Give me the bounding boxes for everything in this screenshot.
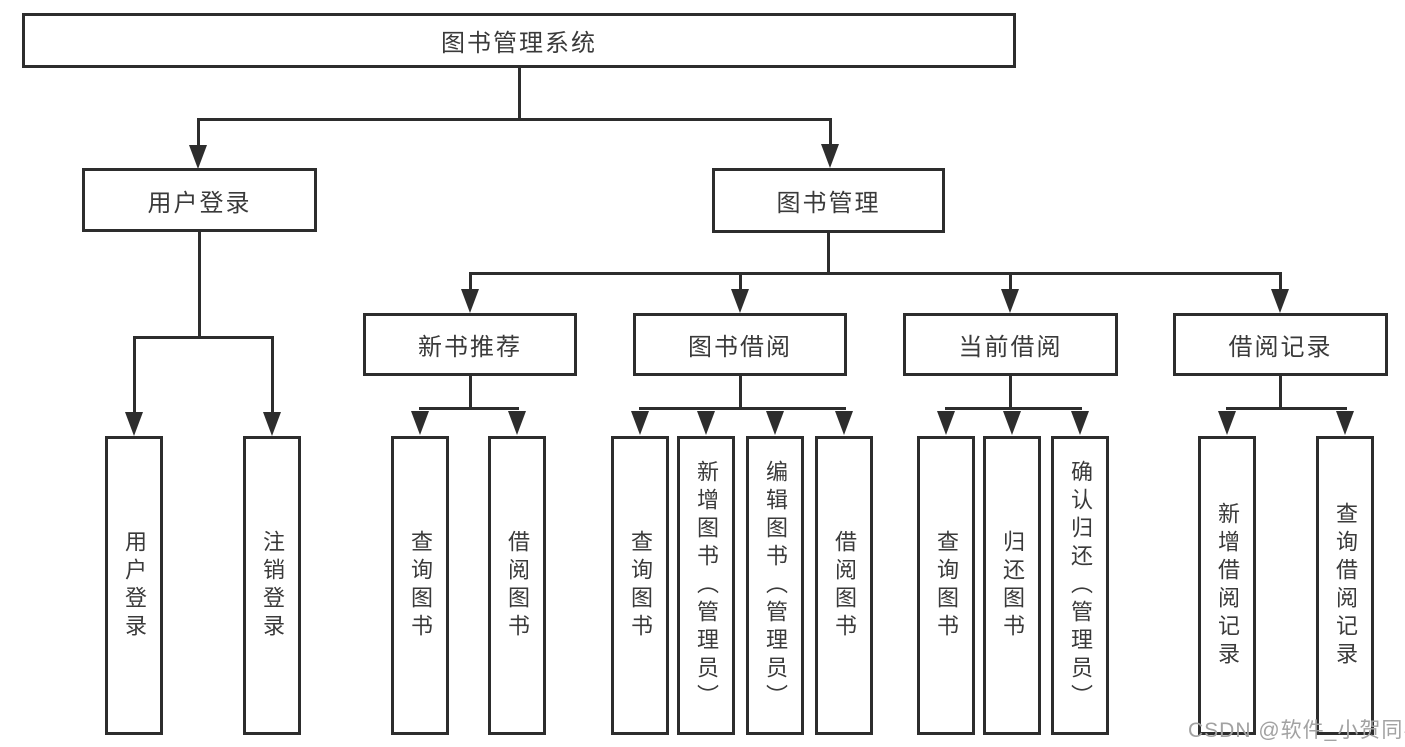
- leaf-label: 借阅图书: [505, 529, 530, 642]
- node-new-book-recommend: 新书推荐: [363, 313, 577, 376]
- leaf-label: 归还图书: [1000, 529, 1025, 642]
- arrow-down-icon: [1003, 411, 1021, 435]
- node-leaf-query-books-borrowing: 查询图书: [611, 436, 669, 735]
- node-book-management: 图书管理: [712, 168, 945, 233]
- leaf-label: 新增图书（管理员）: [694, 459, 719, 712]
- leaf-label: 查询图书: [408, 529, 433, 642]
- connector-line: [639, 407, 846, 410]
- node-leaf-return-books: 归还图书: [983, 436, 1041, 735]
- node-leaf-borrow-books-recommend: 借阅图书: [488, 436, 546, 735]
- leaf-label: 查询图书: [628, 529, 653, 642]
- arrow-down-icon: [411, 411, 429, 435]
- arrow-down-icon: [766, 411, 784, 435]
- node-book-borrowing: 图书借阅: [633, 313, 847, 376]
- connector-line: [198, 232, 201, 336]
- connector-line: [271, 336, 274, 413]
- node-leaf-confirm-return-admin: 确认归还（管理员）: [1051, 436, 1109, 735]
- arrow-down-icon: [835, 411, 853, 435]
- node-leaf-query-books-recommend: 查询图书: [391, 436, 449, 735]
- node-user-login: 用户登录: [82, 168, 317, 232]
- connector-line: [419, 407, 519, 410]
- arrow-down-icon: [1071, 411, 1089, 435]
- connector-line: [197, 118, 832, 121]
- leaf-label: 新增借阅记录: [1215, 501, 1240, 670]
- node-leaf-edit-books-admin: 编辑图书（管理员）: [746, 436, 804, 735]
- arrow-down-icon: [937, 411, 955, 435]
- connector-line: [945, 407, 1082, 410]
- connector-line: [1009, 376, 1012, 407]
- arrow-down-icon: [1271, 289, 1289, 313]
- arrow-down-icon: [731, 289, 749, 313]
- arrow-down-icon: [189, 145, 207, 169]
- connector-line: [739, 376, 742, 407]
- leaf-label: 查询借阅记录: [1333, 501, 1358, 670]
- connector-line: [469, 376, 472, 407]
- connector-line: [1279, 272, 1282, 289]
- connector-line: [469, 272, 472, 289]
- node-leaf-query-borrow-record: 查询借阅记录: [1316, 436, 1374, 735]
- leaf-label: 查询图书: [934, 529, 959, 642]
- node-leaf-logout: 注销登录: [243, 436, 301, 735]
- arrow-down-icon: [508, 411, 526, 435]
- connector-line: [197, 118, 200, 146]
- arrow-down-icon: [1336, 411, 1354, 435]
- arrow-down-icon: [1001, 289, 1019, 313]
- arrow-down-icon: [821, 144, 839, 168]
- connector-line: [133, 336, 136, 413]
- leaf-label: 确认归还（管理员）: [1068, 459, 1093, 712]
- arrow-down-icon: [461, 289, 479, 313]
- node-leaf-add-books-admin: 新增图书（管理员）: [677, 436, 735, 735]
- connector-line: [827, 233, 830, 272]
- node-leaf-user-login: 用户登录: [105, 436, 163, 735]
- node-leaf-borrow-books-borrowing: 借阅图书: [815, 436, 873, 735]
- node-current-borrowing: 当前借阅: [903, 313, 1118, 376]
- leaf-label: 借阅图书: [832, 529, 857, 642]
- connector-line: [829, 118, 832, 146]
- arrow-down-icon: [125, 412, 143, 436]
- connector-line: [518, 68, 521, 118]
- connector-line: [1226, 407, 1347, 410]
- node-leaf-query-books-current: 查询图书: [917, 436, 975, 735]
- leaf-label: 编辑图书（管理员）: [763, 459, 788, 712]
- connector-line: [739, 272, 742, 289]
- node-borrowing-records: 借阅记录: [1173, 313, 1388, 376]
- node-leaf-add-borrow-record: 新增借阅记录: [1198, 436, 1256, 735]
- connector-line: [133, 336, 274, 339]
- leaf-label: 注销登录: [260, 529, 285, 642]
- connector-line: [1279, 376, 1282, 407]
- arrow-down-icon: [631, 411, 649, 435]
- connector-line: [1009, 272, 1012, 289]
- watermark: CSDN @软件_小贺同学: [1188, 719, 1405, 742]
- arrow-down-icon: [263, 412, 281, 436]
- connector-line: [469, 272, 1282, 275]
- arrow-down-icon: [697, 411, 715, 435]
- arrow-down-icon: [1218, 411, 1236, 435]
- leaf-label: 用户登录: [122, 529, 147, 642]
- node-library-system: 图书管理系统: [22, 13, 1016, 68]
